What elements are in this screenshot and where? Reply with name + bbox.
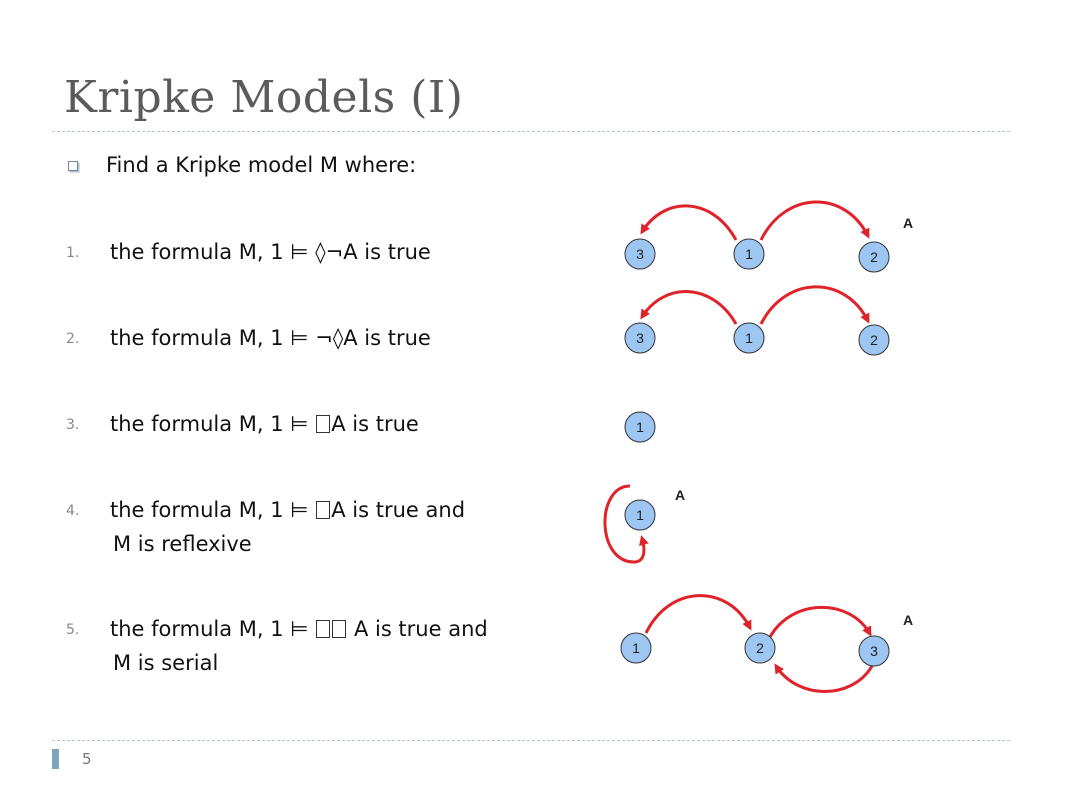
diagram-4: 1 A	[603, 484, 685, 564]
list-item: 2. the formula M, 1 ⊨ ¬◊A is true	[66, 322, 431, 356]
world-node: 1	[733, 238, 765, 270]
world-node: 3	[858, 635, 890, 667]
item-number: 1.	[66, 245, 80, 261]
missing-glyph-icon	[316, 501, 331, 519]
item-text-start: the formula M, 1 ⊨	[110, 412, 316, 436]
proposition-label: A	[675, 487, 685, 503]
node-label: 1	[745, 246, 753, 262]
item-number: 2.	[66, 331, 80, 347]
proposition-label: A	[903, 215, 913, 231]
accessibility-arrow	[640, 290, 738, 325]
list-item: 4. the formula M, 1 ⊨ A is true and M is …	[66, 494, 465, 561]
missing-glyph-icon	[332, 620, 347, 638]
list-item: 5. the formula M, 1 ⊨ A is true and M is …	[66, 613, 488, 680]
node-label: 3	[870, 643, 878, 659]
diagram-1: 3 1 2 A	[624, 200, 913, 273]
diagram-2: 3 1 2	[624, 285, 890, 356]
accessibility-arrow	[644, 594, 752, 634]
world-node: 3	[624, 322, 656, 354]
item-text: the formula M, 1 ⊨ ◊¬A is true	[110, 240, 431, 264]
world-node: 1	[624, 411, 656, 443]
node-label: 1	[632, 640, 640, 656]
accessibility-arrow	[759, 200, 870, 241]
square-bullet-icon	[68, 161, 78, 171]
node-label: 1	[745, 330, 753, 346]
node-label: 3	[636, 246, 644, 262]
intro-text: Find a Kripke model M where:	[106, 153, 417, 177]
world-node: 2	[858, 241, 890, 273]
proposition-label: A	[903, 612, 913, 628]
diagram-3: 1	[624, 411, 656, 443]
item-text: the formula M, 1 ⊨ ¬◊A is true	[110, 326, 431, 350]
page-title: Kripke Models (I)	[64, 72, 464, 123]
missing-glyph-icon	[316, 415, 331, 433]
diagram-5: 1 2 3 A	[620, 594, 913, 693]
item-number: 4.	[66, 503, 80, 519]
item-text-start: the formula M, 1 ⊨	[110, 498, 316, 522]
world-node: 1	[733, 322, 765, 354]
list-item: 1. the formula M, 1 ⊨ ◊¬A is true	[66, 236, 431, 270]
accessibility-arrow	[774, 663, 874, 693]
node-label: 3	[636, 330, 644, 346]
item-text-line2: M is reflexive	[113, 532, 252, 556]
node-label: 2	[756, 640, 764, 656]
reflexive-arrow	[603, 484, 649, 564]
world-node: 3	[624, 238, 656, 270]
node-label: 1	[636, 507, 644, 523]
accessibility-arrow	[640, 204, 738, 241]
page-marker	[52, 749, 59, 769]
accessibility-arrow	[759, 285, 870, 325]
footer-divider	[52, 740, 1010, 741]
item-text-end: A is true	[331, 412, 419, 436]
item-text-end: A is true and	[347, 617, 488, 641]
world-node: 1	[624, 499, 656, 531]
node-label: 2	[870, 332, 878, 348]
item-text-start: the formula M, 1 ⊨	[110, 617, 316, 641]
item-number: 3.	[66, 417, 80, 433]
title-divider	[52, 131, 1010, 132]
world-node: 1	[620, 632, 652, 664]
world-node: 2	[744, 632, 776, 664]
item-number: 5.	[66, 622, 80, 638]
missing-glyph-icon	[316, 620, 331, 638]
page-number: 5	[82, 750, 92, 768]
item-text-line2: M is serial	[113, 651, 219, 675]
world-node: 2	[858, 324, 890, 356]
node-label: 2	[870, 249, 878, 265]
list-item: 3. the formula M, 1 ⊨ A is true	[66, 408, 419, 442]
accessibility-arrow	[768, 605, 872, 638]
item-text-end: A is true and	[331, 498, 466, 522]
node-label: 1	[636, 419, 644, 435]
